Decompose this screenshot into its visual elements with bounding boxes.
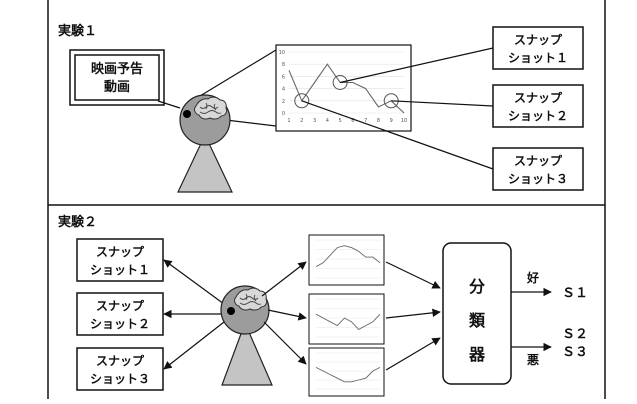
classifier-char-1: 分 <box>469 277 485 296</box>
x-tick-label: 7 <box>364 118 367 124</box>
viewer-to-chart-2-arrow <box>267 309 307 321</box>
x-tick-label: 1 <box>287 118 290 124</box>
x-tick-label: 9 <box>390 118 393 124</box>
exp1-snapshot-1: スナップ ショット１ <box>492 26 584 70</box>
signal-chart-mini-3 <box>308 347 385 397</box>
bad-tag: 悪 <box>527 353 539 367</box>
experiment2-heading: 実験２ <box>58 214 97 230</box>
movie-trailer-line2: 動画 <box>104 79 130 95</box>
experiment1-heading: 実験１ <box>58 23 97 39</box>
classifier-char-2: 類 <box>468 311 486 330</box>
y-tick-label: 4 <box>282 87 285 93</box>
viewer-body <box>221 321 273 386</box>
y-tick-label: 0 <box>282 111 285 117</box>
snapshot-3-link <box>301 100 494 170</box>
exp2-snapshot-2-line2: ショット２ <box>90 317 150 331</box>
viewer-figure-1 <box>177 94 233 193</box>
y-tick-label: 6 <box>282 74 285 80</box>
exp2-snapshot-2: スナップ ショット２ <box>76 292 164 336</box>
viewer-to-chart-1-arrow <box>261 261 307 297</box>
x-tick-label: 8 <box>377 118 380 124</box>
classifier-char-3: 器 <box>468 345 486 364</box>
viewer-to-chart-3-arrow <box>263 321 307 365</box>
x-tick-label: 3 <box>313 118 316 124</box>
mini-chart-frame <box>308 234 385 286</box>
exp2-snapshot-2-line1: スナップ <box>96 298 145 313</box>
highlight-circle <box>294 93 310 109</box>
good-output-label: Ｓ１ <box>562 286 588 301</box>
exp2-snapshot-3: スナップ ショット３ <box>76 347 164 391</box>
x-tick-label: 2 <box>300 118 303 124</box>
exp2-snapshot-1: スナップ ショット１ <box>76 238 164 282</box>
viewer-to-snapshot-1-arrow <box>163 259 225 305</box>
x-tick-label: 10 <box>401 118 407 124</box>
signal-chart-mini-1 <box>308 234 385 286</box>
y-tick-label: 8 <box>282 62 285 68</box>
exp2-snapshot-1-line2: ショット１ <box>90 263 150 277</box>
viewer-to-snapshot-3-arrow <box>163 321 225 370</box>
mini-signal-trace <box>315 366 381 383</box>
mini-signal-trace <box>315 245 381 267</box>
eye-icon <box>227 307 235 315</box>
bad-output-label-1: Ｓ２ <box>562 327 588 342</box>
signal-chart-frame <box>275 44 412 132</box>
exp2-snapshot-1-line1: スナップ <box>96 244 145 259</box>
exp2-snapshot-3-line1: スナップ <box>96 353 145 368</box>
exp1-snapshot-3: スナップ ショット３ <box>492 147 584 191</box>
good-tag: 好 <box>526 270 539 285</box>
exp1-snapshot-3-line2: ショット３ <box>508 172 568 186</box>
eye-icon <box>183 110 191 118</box>
classifier-box: 分 類 器 <box>442 242 512 385</box>
chart-1-to-classifier-arrow <box>385 261 441 289</box>
chart-3-to-classifier-arrow <box>385 337 441 371</box>
movie-trailer-box: 映画予告 動画 <box>69 49 165 106</box>
chart-link-top <box>199 49 277 97</box>
gaze-line <box>157 100 181 109</box>
exp1-snapshot-2-line2: ショット２ <box>508 109 568 123</box>
x-tick-label: 4 <box>326 118 329 124</box>
exp1-snapshot-1-line1: スナップ <box>514 32 563 47</box>
y-tick-label: 2 <box>282 99 285 105</box>
snapshot-2-link <box>391 100 494 107</box>
exp1-snapshot-1-line2: ショット１ <box>508 51 568 65</box>
x-tick-label: 5 <box>339 118 342 124</box>
exp1-snapshot-3-line1: スナップ <box>514 153 563 168</box>
mini-signal-trace <box>315 313 381 330</box>
exp1-snapshot-2-line1: スナップ <box>514 90 563 105</box>
signal-chart-mini-2 <box>308 293 385 345</box>
chart-2-to-classifier-arrow <box>385 308 441 319</box>
highlight-circle <box>332 75 348 90</box>
exp2-snapshot-3-line2: ショット３ <box>90 372 150 386</box>
exp1-snapshot-2: スナップ ショット２ <box>492 84 584 128</box>
snapshot-1-link <box>339 47 494 84</box>
viewer-figure-2 <box>220 285 273 386</box>
movie-trailer-line1: 映画予告 <box>91 61 143 77</box>
x-tick-label: 6 <box>351 118 354 124</box>
bad-output-label-2: Ｓ３ <box>562 345 588 360</box>
viewer-body <box>177 133 233 193</box>
chart-link-bottom <box>225 119 277 127</box>
y-tick-label: 10 <box>279 50 285 56</box>
